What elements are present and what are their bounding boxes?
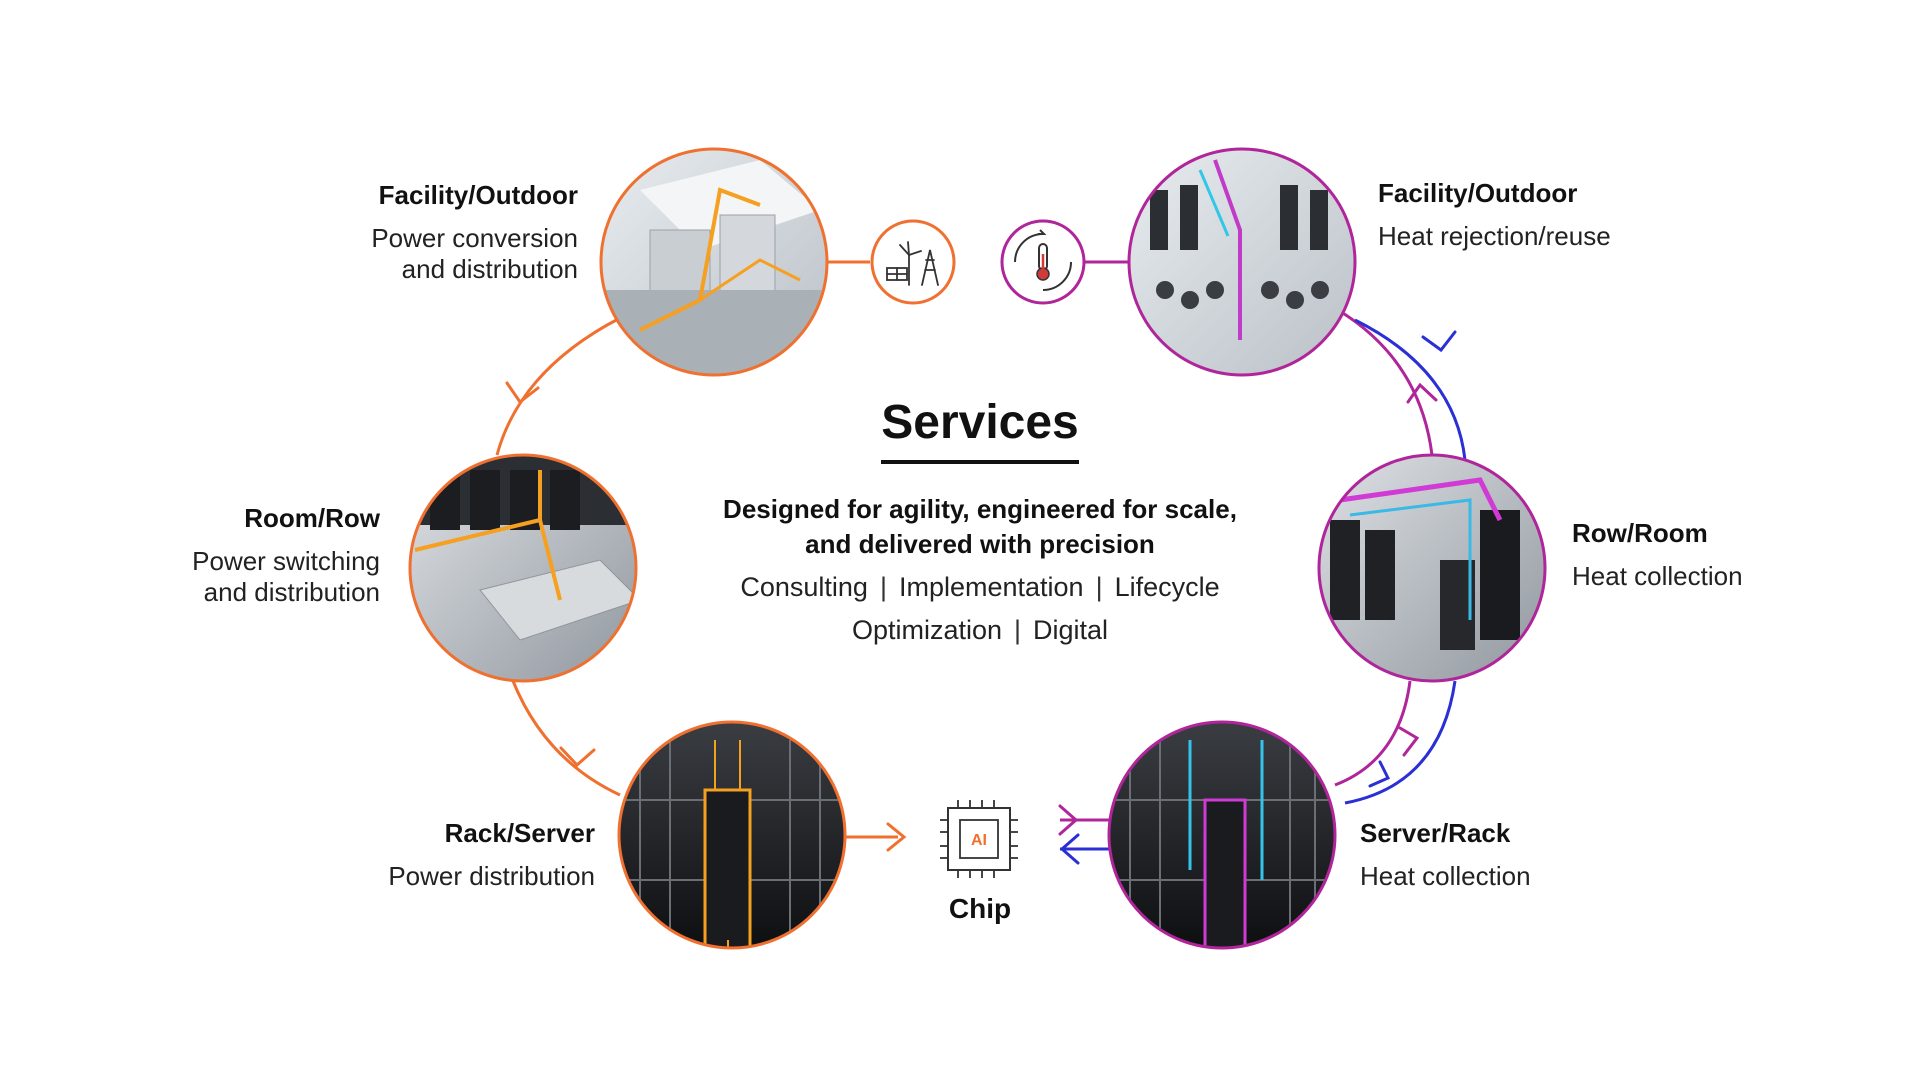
node-subtitle: Heat rejection/reuse — [1378, 221, 1611, 252]
node-title: Server/Rack — [1360, 818, 1511, 848]
service-item: Lifecycle — [1114, 572, 1220, 603]
thermal-node-room: Row/Room Heat collection — [1572, 518, 1832, 592]
node-subtitle: Power conversion and distribution — [371, 223, 578, 285]
services-list-row-2: Optimization | Digital — [680, 615, 1280, 646]
node-subtitle: Heat collection — [1360, 861, 1531, 892]
thermal-node-facility: Facility/Outdoor Heat rejection/reuse — [1378, 178, 1678, 252]
node-subtitle: Heat collection — [1572, 561, 1743, 592]
power-node-room: Room/Row Power switching and distributio… — [120, 503, 380, 609]
chip-label: Chip — [948, 893, 1012, 924]
service-item: Implementation — [898, 572, 1084, 603]
power-facility-image — [599, 147, 829, 377]
node-title: Row/Room — [1572, 518, 1708, 548]
service-item: Optimization — [851, 615, 1002, 646]
power-arrowheads — [505, 381, 907, 852]
solar-wind-tower-icon — [870, 219, 956, 305]
services-tagline: Designed for agility, engineered for sca… — [723, 494, 1237, 560]
thermal-node-rack: Server/Rack Heat collection — [1360, 818, 1620, 892]
ai-chip-icon: AI — [940, 800, 1018, 878]
node-subtitle: Power distribution — [388, 861, 595, 892]
node-title: Facility/Outdoor — [378, 180, 578, 210]
power-flow-lines — [495, 260, 898, 839]
service-item: Digital — [1033, 615, 1109, 646]
services-title: Services — [881, 395, 1079, 464]
node-title: Room/Row — [244, 503, 380, 533]
power-node-rack: Rack/Server Power distribution — [320, 818, 595, 892]
thermal-arrowheads — [1058, 330, 1457, 865]
services-list-row-1: Consulting | Implementation | Lifecycle — [680, 572, 1280, 603]
thermal-room-image — [1317, 453, 1547, 683]
separator: | — [879, 572, 887, 603]
node-title: Facility/Outdoor — [1378, 178, 1578, 208]
power-rack-image — [617, 720, 847, 950]
service-item: Consulting — [740, 572, 868, 603]
separator: | — [1095, 572, 1103, 603]
node-subtitle: Power switching and distribution — [192, 546, 380, 608]
services-center-block: Services Designed for agility, engineere… — [680, 395, 1280, 646]
node-title: Rack/Server — [444, 818, 595, 848]
power-node-facility: Facility/Outdoor Power conversion and di… — [300, 180, 578, 286]
thermometer-cycle-icon — [1000, 219, 1086, 305]
chip-badge: AI — [971, 832, 987, 849]
thermal-facility-image — [1127, 147, 1357, 377]
separator: | — [1014, 615, 1022, 646]
power-room-image — [408, 453, 638, 683]
thermal-rack-image — [1107, 720, 1337, 950]
